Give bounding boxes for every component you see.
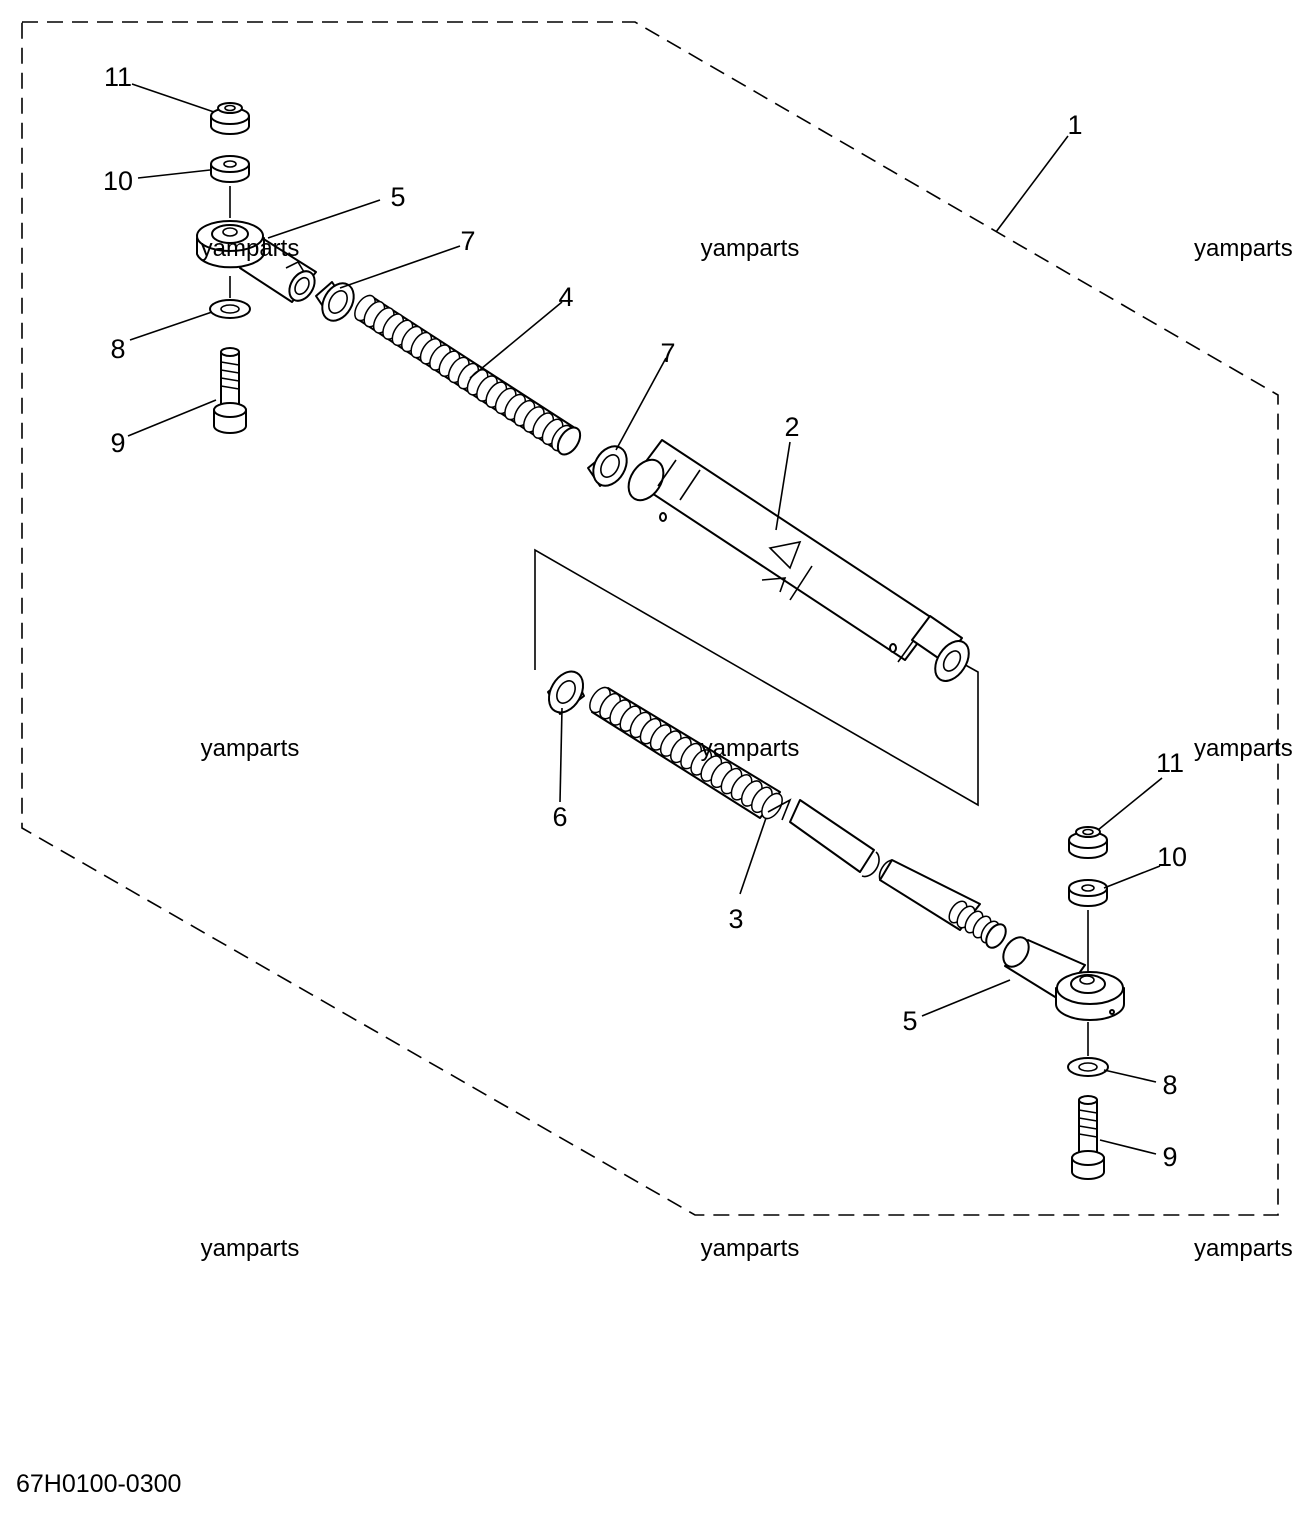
- watermark: yamparts: [1194, 235, 1293, 262]
- assembly-boundary: [21, 21, 1279, 1216]
- callout-cap-nut-upper: 11: [104, 62, 132, 92]
- nut-upper-left: [315, 281, 355, 322]
- rod-end-upper: [196, 220, 317, 303]
- callout-cap-nut-lower: 11: [1156, 748, 1184, 778]
- callout-washer-lower: 8: [1162, 1070, 1177, 1100]
- callout-inner-rod: 3: [728, 904, 743, 934]
- bracket-line: [534, 548, 979, 807]
- callout-collar-upper: 10: [103, 166, 133, 196]
- watermark: yamparts: [201, 735, 300, 762]
- callout-collar-lower: 10: [1157, 842, 1187, 872]
- diagram-code: 67H0100-0300: [16, 1470, 181, 1498]
- collar-upper: [210, 155, 250, 183]
- watermark: yamparts: [1194, 735, 1293, 762]
- callout-threaded-rod: 4: [558, 282, 573, 312]
- cap-nut-upper: [210, 102, 250, 135]
- callout-washer-upper: 8: [110, 334, 125, 364]
- callout-nut-upper-right: 7: [660, 338, 675, 368]
- nut-upper-right: [587, 445, 628, 487]
- callout-bolt-upper: 9: [110, 428, 125, 458]
- cap-nut-lower: [1068, 826, 1108, 859]
- callout-bolt-lower: 9: [1162, 1142, 1177, 1172]
- washer-lower: [1067, 1057, 1109, 1077]
- rod-end-lower: [1002, 936, 1125, 1021]
- bolt-upper: [213, 347, 247, 434]
- outer-tube: [627, 439, 970, 682]
- thread-ring: [761, 792, 783, 820]
- callout-nut-lower: 6: [552, 802, 567, 832]
- watermark: yamparts: [701, 735, 800, 762]
- inner-rod: [589, 686, 1007, 949]
- callout-assembly: 1: [1067, 110, 1082, 140]
- watermark: yamparts: [1194, 1235, 1293, 1262]
- callout-outer-tube: 2: [784, 412, 799, 442]
- callout-rod-end-upper: 5: [390, 182, 405, 212]
- callout-rod-end-lower: 5: [902, 1006, 917, 1036]
- watermark: yamparts: [201, 1235, 300, 1262]
- washer-upper: [209, 299, 251, 319]
- threaded-rod: [354, 294, 582, 456]
- nut-lower: [547, 670, 585, 715]
- leader-lines: [127, 83, 1163, 1155]
- collar-lower: [1068, 879, 1108, 907]
- bolt-lower: [1071, 1095, 1105, 1180]
- watermark: yamparts: [701, 235, 800, 262]
- watermark: yamparts: [701, 1235, 800, 1262]
- watermark: yamparts: [201, 235, 300, 262]
- callout-nut-upper-left: 7: [460, 226, 475, 256]
